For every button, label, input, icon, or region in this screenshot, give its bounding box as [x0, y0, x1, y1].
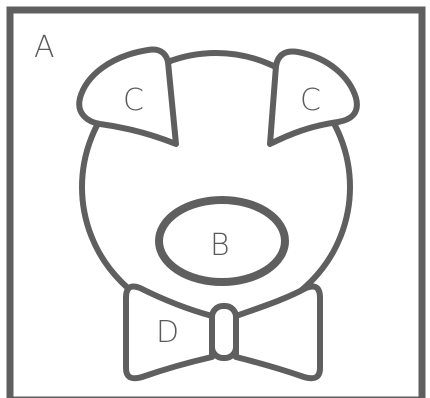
label-d: D	[156, 315, 179, 350]
bow-tie-knot	[212, 306, 236, 358]
label-c-left: C	[123, 83, 144, 118]
label-b: B	[210, 228, 230, 263]
label-a: A	[34, 30, 55, 65]
label-c-right: C	[300, 83, 321, 118]
